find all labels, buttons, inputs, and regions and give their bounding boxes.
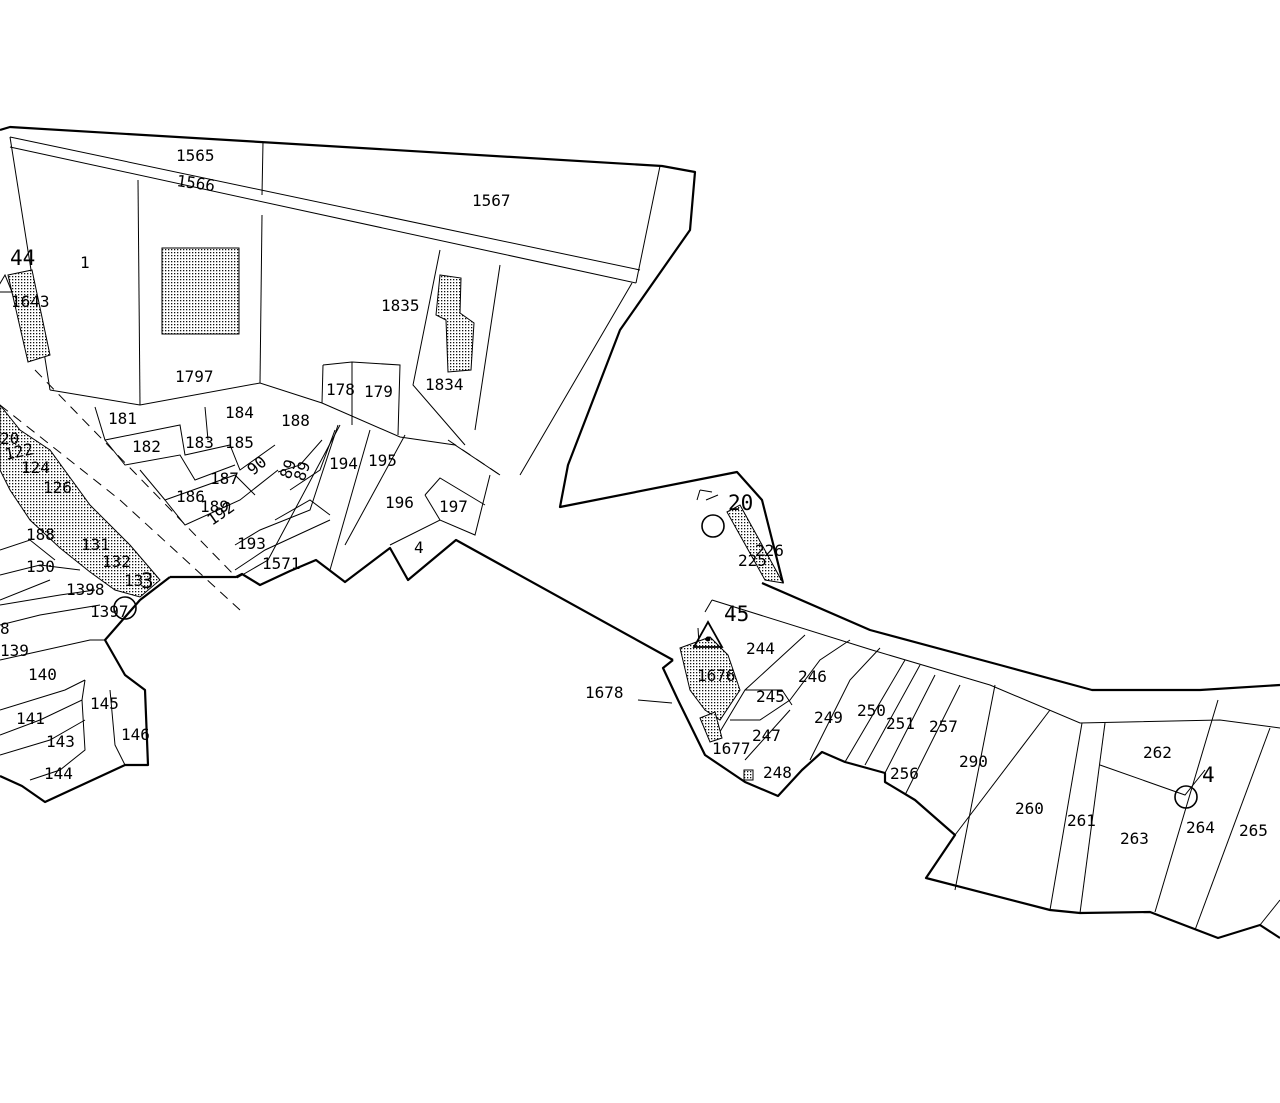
- parcel-label: 8: [0, 619, 10, 638]
- parcel-label: 124: [21, 458, 50, 477]
- parcel-label: 144: [44, 764, 73, 783]
- survey-circle-20: [701, 514, 725, 538]
- parcel-label: 260: [1015, 799, 1044, 818]
- parcel-label: 257: [929, 717, 958, 736]
- parcel-label: 261: [1067, 811, 1096, 830]
- parcel-label: 197: [439, 497, 468, 516]
- parcel-label: 188: [26, 525, 55, 544]
- parcel-label: 181: [108, 409, 137, 428]
- parcel-label: 1677: [712, 739, 751, 758]
- building-hatch: [699, 711, 723, 743]
- parcel-label: 188: [281, 411, 310, 430]
- parcel-label: 1678: [585, 683, 624, 702]
- parcel-label: 245: [756, 687, 785, 706]
- parcel-label: 178: [326, 380, 355, 399]
- parcel-label: 1565: [176, 146, 215, 165]
- building-hatch: [726, 504, 784, 584]
- parcel-label: 1397: [90, 602, 129, 621]
- parcel-label: 193: [237, 534, 266, 553]
- parcel-label: 265: [1239, 821, 1268, 840]
- survey-circle-3: [113, 596, 137, 620]
- east-road-north: [761, 581, 1280, 692]
- parcel-label: 1797: [175, 367, 214, 386]
- west-block-south-edge: [170, 538, 674, 661]
- survey-triangle-45: [692, 620, 724, 648]
- marker-labels: 44 20 45 4 3: [10, 246, 1215, 787]
- building-hatch: [435, 274, 475, 373]
- parcel-label: 249: [814, 708, 843, 727]
- parcel-label: 251: [886, 714, 915, 733]
- parcel-label: 226: [755, 541, 784, 560]
- west-block: [0, 125, 785, 804]
- parcel-label: 1: [80, 253, 90, 272]
- parcel-label: 184: [225, 403, 254, 422]
- east-block: [637, 581, 1280, 940]
- parcel-label: 244: [746, 639, 775, 658]
- parcel-label: 13: [124, 571, 143, 590]
- building-hatch: [7, 269, 51, 363]
- parcel-label: 179: [364, 382, 393, 401]
- parcel-label: 126: [43, 478, 72, 497]
- building-hatch: [743, 769, 754, 781]
- parcel-label: 1643: [11, 292, 50, 311]
- building-hatch: [679, 636, 741, 721]
- parcel-label: 1834: [425, 375, 464, 394]
- marker-label-44: 44: [10, 246, 35, 270]
- parcel-label: 1835: [381, 296, 420, 315]
- parcel-label: 187: [210, 469, 239, 488]
- parcel-label: 140: [28, 665, 57, 684]
- parcel-label: 183: [185, 433, 214, 452]
- parcel-label: 4: [414, 538, 424, 557]
- parcel-label: 130: [26, 557, 55, 576]
- parcel-label: 256: [890, 764, 919, 783]
- parcel-label: 264: [1186, 818, 1215, 837]
- survey-dot-45: [705, 636, 711, 642]
- parcel-label: 189: [200, 497, 229, 516]
- parcel-label: 90: [243, 452, 270, 479]
- parcel-label: 225: [738, 551, 767, 570]
- parcel-label: 194: [329, 454, 358, 473]
- building-hatch: [0, 404, 161, 598]
- east-boundary: [661, 659, 1280, 940]
- parcel-label: 263: [1120, 829, 1149, 848]
- building-hatch: [161, 247, 240, 335]
- parcel-label: 141: [16, 709, 45, 728]
- marker-label-45: 45: [724, 602, 749, 626]
- parcel-label: 139: [0, 641, 29, 660]
- parcel-label: 20: [0, 429, 19, 448]
- parcel-label: 182: [132, 437, 161, 456]
- west-block-boundary: [0, 125, 785, 584]
- parcel-label: 146: [121, 725, 150, 744]
- parcel-label: 143: [46, 732, 75, 751]
- survey-circle-4: [1174, 785, 1198, 809]
- parcel-label: 1566: [175, 171, 216, 195]
- marker-label-3: 3: [141, 569, 154, 593]
- parcel-label: 290: [959, 752, 988, 771]
- parcel-label: 196: [385, 493, 414, 512]
- parcel-labels: 1565 1566 1567 1 1643 1835 1797 178 179 …: [0, 146, 1268, 848]
- parcel-label: 1571: [262, 554, 301, 573]
- marker-label-20: 20: [728, 491, 753, 515]
- parcel-label: 1398: [66, 580, 105, 599]
- survey-triangle-44: [0, 273, 13, 293]
- parcel-label: 145: [90, 694, 119, 713]
- parcel-label: 1676: [697, 666, 736, 685]
- parcel-label: 262: [1143, 743, 1172, 762]
- parcel-label: 250: [857, 701, 886, 720]
- west-lower-edge: [0, 576, 171, 804]
- parcel-label: 186: [176, 487, 205, 506]
- marker-label-4: 4: [1202, 763, 1215, 787]
- parcel-label: 132: [102, 552, 131, 571]
- parcel-label: 195: [368, 451, 397, 470]
- parcel-label: 131: [81, 535, 110, 554]
- parcel-label: 248: [763, 763, 792, 782]
- parcel-label: 247: [752, 726, 781, 745]
- parcel-label: 185: [225, 433, 254, 452]
- parcel-label: 1567: [472, 191, 511, 210]
- parcel-label: 246: [798, 667, 827, 686]
